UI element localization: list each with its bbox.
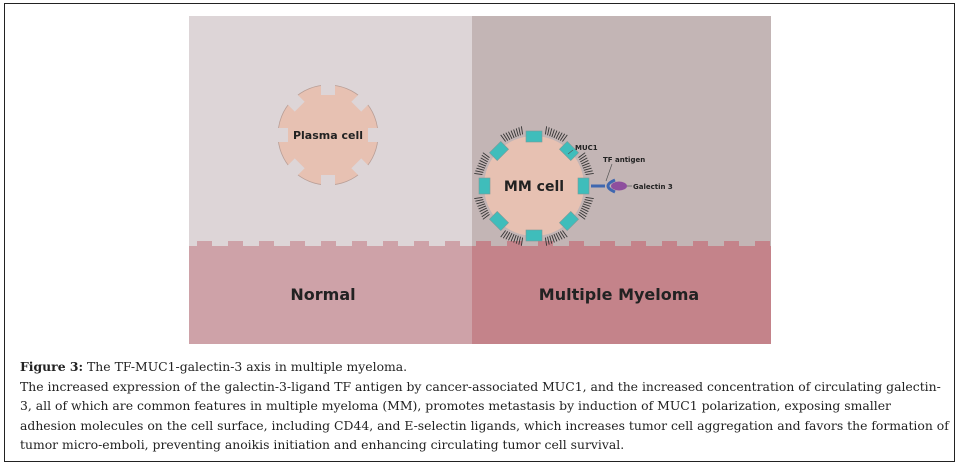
boundary-bump xyxy=(693,241,708,247)
glycan-hair xyxy=(500,126,524,142)
caption-heading: Figure 3: The TF-MUC1-galectin-3 axis in… xyxy=(20,357,950,377)
muc1-box xyxy=(525,229,543,242)
mm-bottom-region xyxy=(472,246,771,344)
plasma-notch xyxy=(277,128,288,142)
tissue-boundary xyxy=(197,241,770,247)
muc1-box xyxy=(489,211,509,231)
boundary-bump xyxy=(538,241,553,247)
plasma-notch xyxy=(286,158,305,177)
boundary-bump xyxy=(197,241,212,247)
plasma-notch xyxy=(351,93,370,112)
glycan-hair xyxy=(544,230,568,246)
boundary-bump xyxy=(414,241,429,247)
muc1-box xyxy=(559,211,579,231)
mm-cell-label: MM cell xyxy=(504,179,564,195)
plasma-cell-label: Plasma cell xyxy=(293,129,363,142)
plasma-cell: Plasma cell xyxy=(277,84,379,186)
muc1-box xyxy=(577,177,590,195)
galectin-icon xyxy=(611,181,627,191)
muc1-label: MUC1 xyxy=(575,144,598,152)
boundary-bump xyxy=(228,241,243,247)
glycan-hair xyxy=(474,196,490,220)
galectin-label: Galectin 3 xyxy=(633,183,673,191)
boundary-bump xyxy=(569,241,584,247)
boundary-bump xyxy=(755,241,770,247)
muc1-box xyxy=(478,177,491,195)
boundary-bump xyxy=(507,241,522,247)
boundary-bump xyxy=(290,241,305,247)
glycan-hair xyxy=(578,196,594,220)
boundary-bump xyxy=(352,241,367,247)
glycan-hair xyxy=(500,230,524,246)
normal-bottom-region xyxy=(189,246,472,344)
muc1-markers xyxy=(478,130,590,242)
glycan-hair xyxy=(544,126,568,142)
plasma-notch xyxy=(286,93,305,112)
muc1-box xyxy=(559,141,579,161)
muc1-box xyxy=(489,141,509,161)
mm-panel-title: Multiple Myeloma xyxy=(539,285,699,304)
plasma-notch xyxy=(368,128,379,142)
figure-caption: Figure 3: The TF-MUC1-galectin-3 axis in… xyxy=(20,357,950,455)
tf-antigen-icon xyxy=(606,178,616,194)
caption-body: The increased expression of the galectin… xyxy=(20,378,949,453)
boundary-bump xyxy=(445,241,460,247)
tf-antigen-label: TF antigen xyxy=(603,156,645,164)
boundary-bump xyxy=(476,241,491,247)
plasma-notch xyxy=(321,175,335,186)
glycan-hair xyxy=(474,152,490,176)
glycan-hair xyxy=(578,152,594,176)
mm-cell: MM cell MUC1 TF antigen Galectin 3 xyxy=(474,126,673,246)
boundary-bump xyxy=(321,241,336,247)
muc1-box xyxy=(525,130,543,143)
plasma-notch xyxy=(321,84,335,95)
boundary-bump xyxy=(631,241,646,247)
figure-label: Figure 3: xyxy=(20,359,84,374)
glycan-chains xyxy=(474,126,594,246)
boundary-bump xyxy=(259,241,274,247)
boundary-bump xyxy=(383,241,398,247)
plasma-notch xyxy=(351,158,370,177)
normal-panel-title: Normal xyxy=(290,285,355,304)
boundary-bump xyxy=(600,241,615,247)
figure-title: The TF-MUC1-galectin-3 axis in multiple … xyxy=(83,359,408,374)
boundary-bump xyxy=(662,241,677,247)
boundary-bump xyxy=(724,241,739,247)
figure-illustration: Plasma cell MM cell MUC1 TF antigen Gale… xyxy=(189,16,771,344)
